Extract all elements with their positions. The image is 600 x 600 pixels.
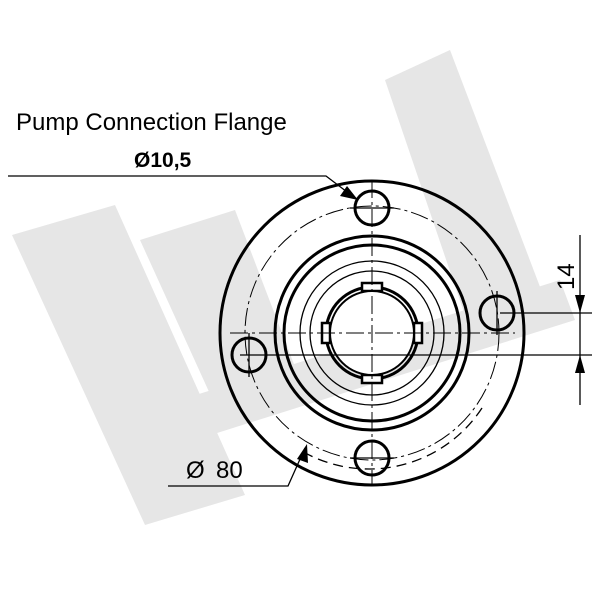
dim-arrow-upper [575,295,585,313]
watermark-stroke-right [385,50,545,330]
hole-leader-arrowhead [340,186,358,200]
offset-dimension: 14 [240,235,592,405]
bolt-circle-symbol: Ø [186,457,205,484]
bolt-circle-leader [168,447,306,487]
hole-diameter-leader [8,175,356,199]
dim-arrow-lower [575,355,585,373]
hidden-arc [299,407,483,470]
bolt-circle-label: 80 [216,457,243,484]
bolt-circle-arrowhead [297,444,308,463]
offset-dimension-label: 14 [553,263,580,290]
watermark-stroke-left [12,205,245,525]
hole-diameter-label: Ø10,5 [134,149,192,172]
bolt-circle-dimension: Ø 80 [168,444,308,487]
watermark-stroke-mid [140,210,300,405]
drawing-title: Pump Connection Flange [16,109,287,136]
